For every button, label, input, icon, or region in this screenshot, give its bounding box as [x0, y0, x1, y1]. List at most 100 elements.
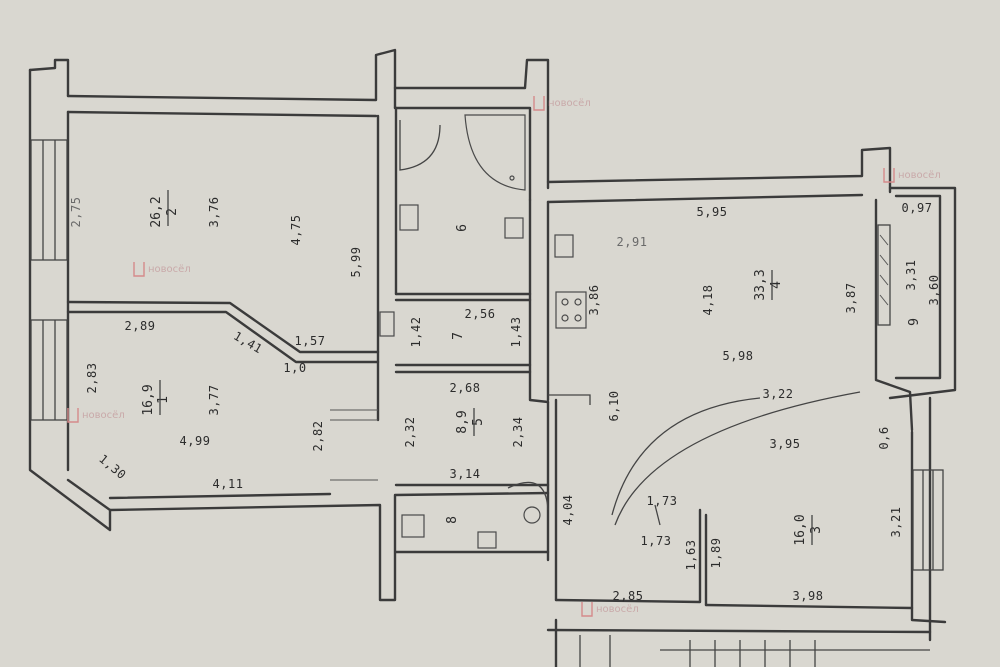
stove-burner — [561, 314, 569, 322]
balcony-door — [877, 224, 891, 326]
room-number-7: 7 — [451, 332, 466, 340]
dim-label: 2,83 — [85, 363, 99, 394]
room-labels: 2 26,2 1 16,9 4 33,3 3 16,0 5 8,9 6 7 8 … — [141, 190, 922, 546]
watermark: новосёл — [533, 96, 591, 111]
dim-label: 2,32 — [403, 417, 417, 448]
room-number-1: 1 — [156, 396, 171, 404]
dim-label: 5,99 — [349, 247, 363, 278]
stove-burner — [561, 298, 569, 306]
watermarks: новосёл новосёл новосёл новосёл новосёл — [67, 96, 941, 617]
dim-label: 1,30 — [96, 452, 129, 483]
stove — [555, 291, 587, 329]
room-number-9: 9 — [907, 318, 922, 326]
dim-label: 2,75 — [69, 197, 83, 228]
windows — [30, 139, 944, 571]
dim-label: 1,73 — [641, 534, 672, 548]
room-number-4: 4 — [769, 281, 784, 289]
dim-label: 5,98 — [723, 349, 754, 363]
watermark-text: новосёл — [148, 264, 191, 275]
door-arc-bath — [399, 120, 441, 171]
dim-label: 1,63 — [684, 540, 698, 571]
watermark: новосёл — [883, 168, 941, 183]
dim-label: 1,57 — [295, 334, 326, 348]
stairs — [579, 635, 930, 667]
house-icon — [883, 168, 895, 183]
dim-label: 4,18 — [701, 285, 715, 316]
dim-label: 1,41 — [231, 329, 265, 357]
walls — [28, 48, 957, 667]
dim-label: 3,14 — [450, 467, 481, 481]
dim-label: 1,89 — [709, 538, 723, 569]
room-number-6: 6 — [455, 224, 470, 232]
dim-label: 0,97 — [902, 201, 933, 215]
dim-label: 4,75 — [289, 215, 303, 246]
window-room-1 — [30, 319, 68, 421]
dim-label: 2,85 — [613, 589, 644, 603]
dim-label: 3,87 — [844, 283, 858, 314]
house-icon — [533, 96, 545, 111]
dim-label: 2,89 — [125, 319, 156, 333]
window-room-2 — [30, 139, 68, 261]
room-area-2: 26,2 — [149, 196, 164, 227]
dim-label: 3,22 — [763, 387, 794, 401]
dim-label: 2,91 — [617, 235, 648, 249]
room-number-5: 5 — [471, 418, 486, 426]
dim-label: 5,95 — [697, 205, 728, 219]
watermark-text: новосёл — [82, 410, 125, 421]
watermark-text: новосёл — [898, 170, 941, 181]
shower-tray — [464, 114, 526, 191]
room-area-3: 16,0 — [793, 514, 808, 545]
watermark-text: новосёл — [596, 604, 639, 615]
bath-toilet — [504, 217, 524, 239]
fixtures — [330, 114, 587, 549]
doors — [399, 120, 861, 526]
door-arc-room-3 — [614, 391, 861, 526]
dim-label: 4,99 — [180, 434, 211, 448]
house-icon — [581, 602, 593, 617]
dim-label: 3,86 — [587, 285, 601, 316]
watermark-text: новосёл — [548, 98, 591, 109]
dim-label: 4,04 — [561, 495, 575, 526]
room-area-1: 16,9 — [141, 384, 156, 415]
watermark: новосёл — [581, 602, 639, 617]
house-icon — [133, 262, 145, 277]
dim-label: 6,10 — [607, 391, 621, 422]
stove-burner — [574, 298, 582, 306]
dim-label: 3,31 — [904, 260, 918, 291]
bath-sink — [399, 204, 419, 231]
room-area-4: 33,3 — [753, 269, 768, 300]
room-area-5: 8,9 — [455, 410, 470, 433]
dim-label: 2,68 — [450, 381, 481, 395]
room-number-2: 2 — [165, 208, 180, 216]
door-room-4 — [548, 394, 591, 405]
kitchen-sink — [554, 234, 574, 258]
dim-label: 0,6 — [877, 426, 891, 449]
dimension-labels: 3,76 4,75 5,99 2,75 2,89 1,41 1,57 1,0 2… — [69, 197, 941, 603]
wc-sink — [477, 531, 497, 549]
dim-label: 3,95 — [770, 437, 801, 451]
watermark: новосёл — [133, 262, 191, 277]
dim-label: 1,42 — [409, 317, 423, 348]
wc-toilet — [401, 514, 425, 538]
dim-label: 3,21 — [889, 507, 903, 538]
dim-label: 3,60 — [927, 275, 941, 306]
water-heater — [379, 311, 395, 337]
dim-label: 3,98 — [793, 589, 824, 603]
dim-label: 2,34 — [511, 417, 525, 448]
dim-label: 4,11 — [213, 477, 244, 491]
dim-label: 1,73 — [647, 494, 678, 508]
dim-label: 3,76 — [207, 197, 221, 228]
dim-label: 1,43 — [509, 317, 523, 348]
dim-label: 1,0 — [283, 361, 306, 375]
wc-fixture — [523, 506, 541, 524]
room-number-8: 8 — [445, 516, 460, 524]
watermark: новосёл — [67, 408, 125, 423]
room-number-3: 3 — [809, 526, 824, 534]
dim-label: 3,77 — [207, 385, 221, 416]
stove-burner — [574, 314, 582, 322]
shower-drain — [509, 175, 515, 181]
window-room-3 — [912, 469, 944, 571]
house-icon — [67, 408, 79, 423]
dim-label: 2,56 — [465, 307, 496, 321]
